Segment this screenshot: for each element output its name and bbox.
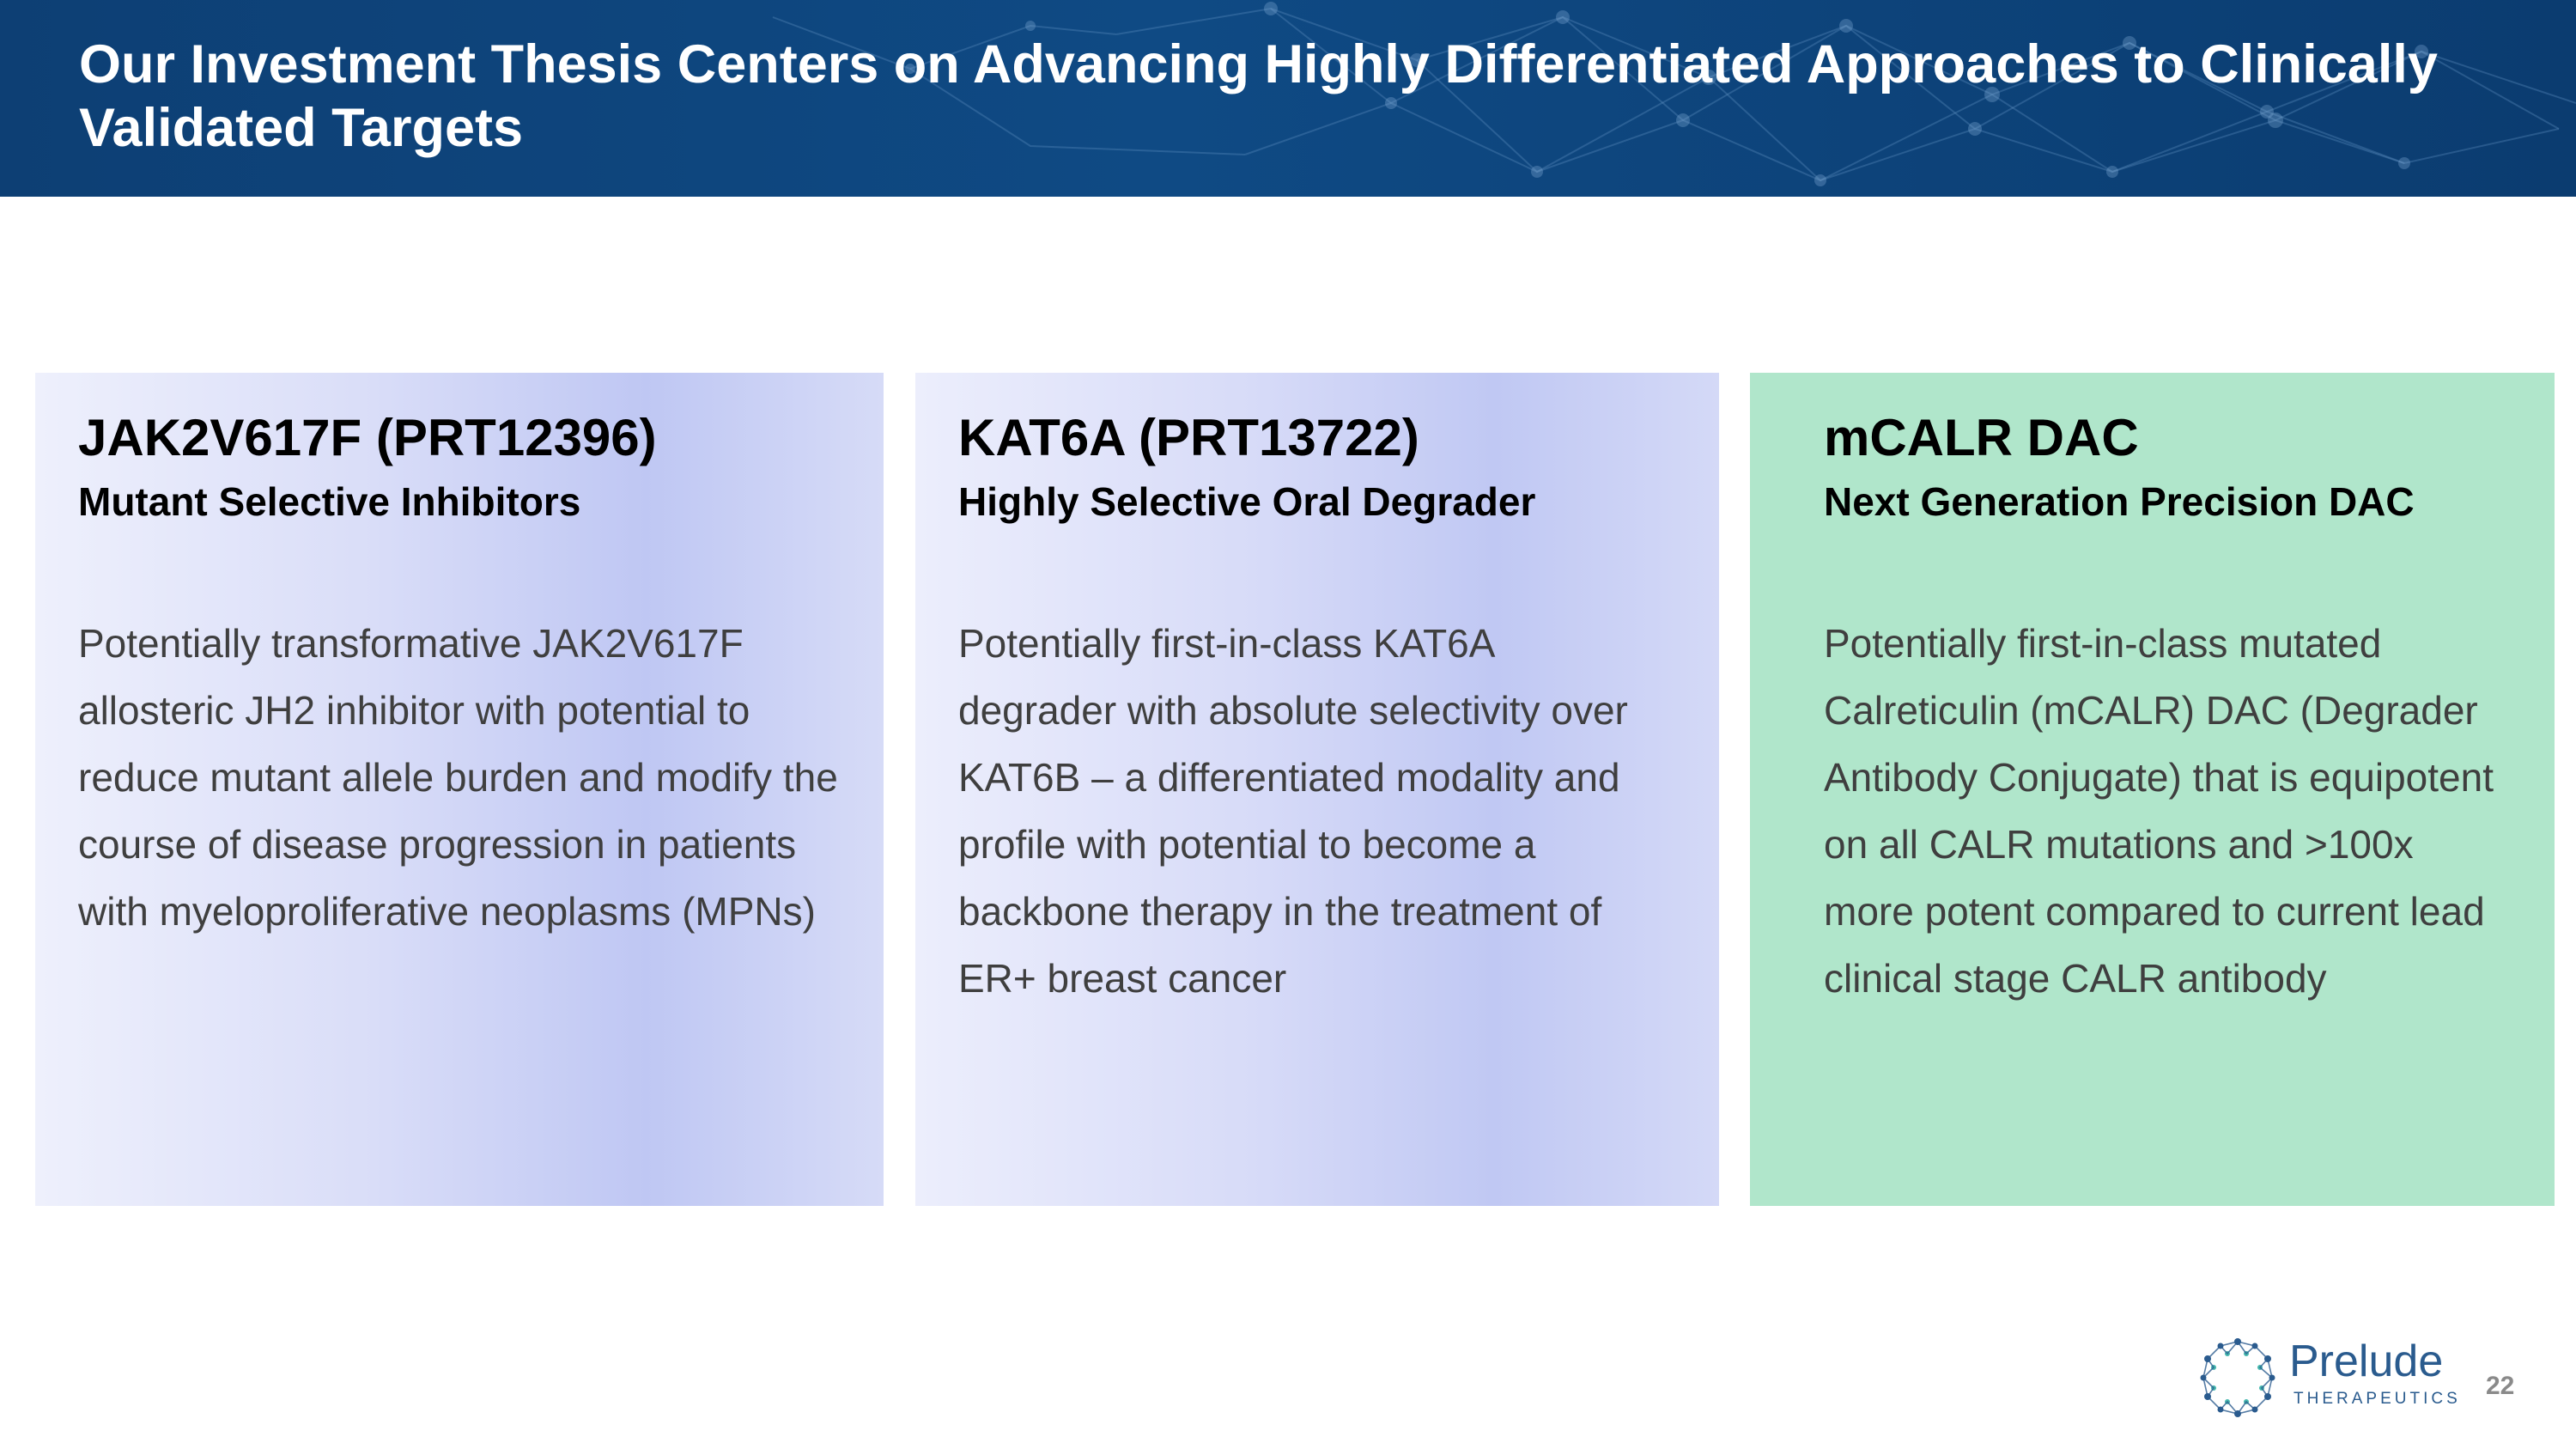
card-description: Potentially first-in-class KAT6A degrade… [958,621,1628,1001]
card-kat6a: KAT6A (PRT13722) Highly Selective Oral D… [915,373,1719,1206]
card-subtitle: Mutant Selective Inhibitors [78,479,581,524]
logo-wordmark: Prelude [2289,1336,2444,1386]
network-background-graphic [772,2,2576,186]
card-jak2v617f: JAK2V617F (PRT12396) Mutant Selective In… [35,373,884,1206]
card-subtitle: Highly Selective Oral Degrader [958,479,1536,524]
page-number: 22 [2486,1372,2515,1400]
card-title: KAT6A (PRT13722) [958,409,1419,466]
header-banner: Our Investment Thesis Centers on Advanci… [0,0,2576,197]
card-description: Potentially transformative JAK2V617F all… [78,621,838,934]
card-subtitle: Next Generation Precision DAC [1824,479,2415,524]
card-title: JAK2V617F (PRT12396) [78,409,657,466]
card-mcalr-dac: mCALR DAC Next Generation Precision DAC … [1750,373,2555,1206]
prelude-logo: Prelude THERAPEUTICS [2195,1333,2461,1428]
molecule-ring-icon [2200,1338,2275,1417]
page-title: Our Investment Thesis Centers on Advanci… [79,34,2438,158]
card-description: Potentially first-in-class mutated Calre… [1824,621,2494,1001]
card-title: mCALR DAC [1824,409,2139,466]
logo-tagline: THERAPEUTICS [2293,1390,2461,1408]
